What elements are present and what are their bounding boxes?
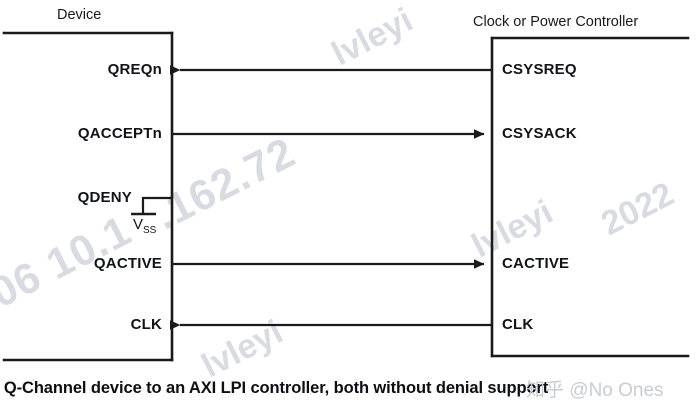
signal-label-qactive: QACTIVE: [93, 255, 162, 272]
right-box-title: Clock or Power Controller: [473, 14, 639, 30]
signal-label-qdeny: QDENY: [77, 189, 132, 206]
ground-label-main: V: [133, 216, 144, 233]
signal-label-clk-device: CLK: [130, 316, 162, 333]
left-box-title: Device: [57, 7, 102, 23]
signal-label-qacceptn: QACCEPTn: [77, 125, 162, 142]
signal-label-csysreq: CSYSREQ: [502, 61, 577, 78]
ground-label-sub: SS: [143, 225, 157, 236]
qdeny-vss-stub: [141, 196, 172, 214]
signal-label-csysack: CSYSACK: [502, 125, 577, 142]
signal-label-qreqn: QREQn: [107, 61, 162, 78]
signal-label-clk-controller: CLK: [502, 316, 534, 333]
ground-label: VSS: [133, 216, 156, 236]
figure-caption: f Q-Channel device to an AXI LPI control…: [0, 379, 549, 397]
signal-label-cactive: CACTIVE: [502, 255, 570, 272]
